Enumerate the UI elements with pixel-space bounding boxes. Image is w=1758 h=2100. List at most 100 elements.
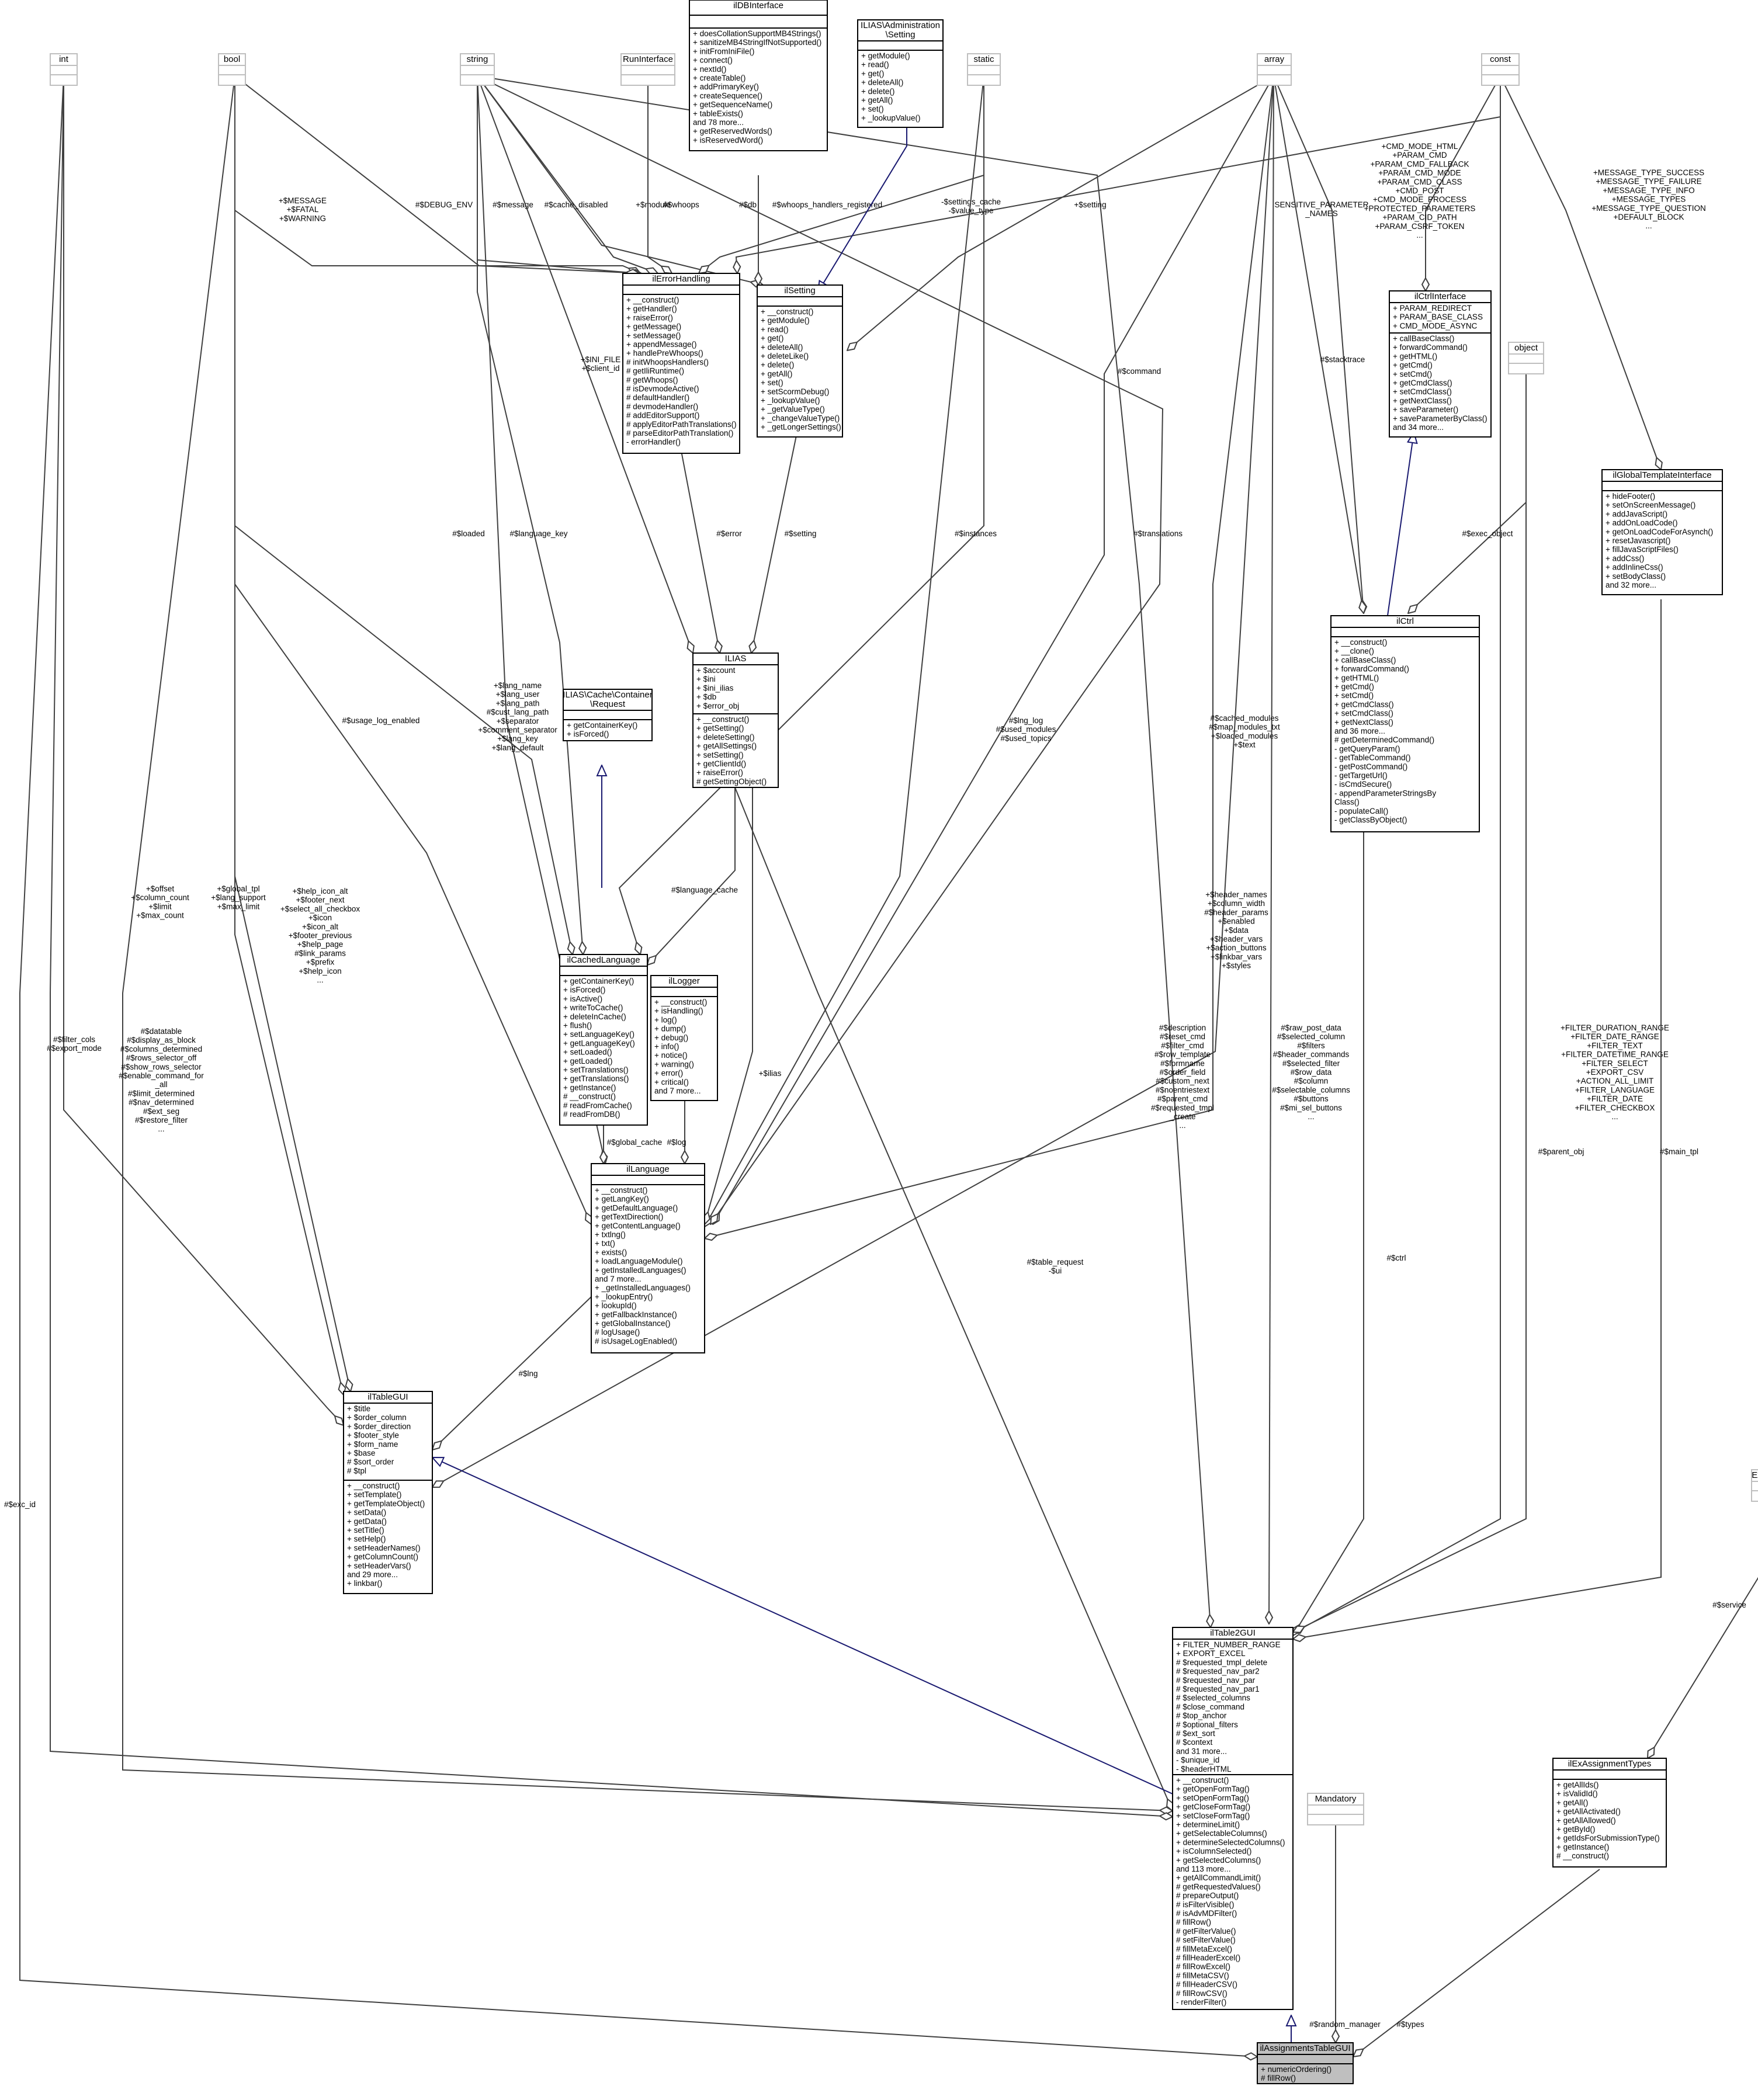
class-box-ilassignmentstablegui[interactable]: ilAssignmentsTableGUI+ numericOrdering()… — [1257, 2042, 1354, 2084]
edge-label: +$help_icon_alt+$footer_next+$select_all… — [280, 887, 360, 984]
class-box-ilias[interactable]: ILIAS+ $account+ $ini+ $ini_ilias+ $db+ … — [692, 652, 779, 788]
class-box-ilcachedlanguage[interactable]: ilCachedLanguage+ getContainerKey()+ isF… — [559, 954, 648, 1126]
class-box-static[interactable]: static — [967, 53, 1001, 86]
class-box-ilexassignmenttypes[interactable]: ilExAssignmentTypes + getAllIds()+ isVali… — [1552, 1758, 1667, 1868]
class-compartment — [1257, 2054, 1354, 2064]
class-title: ilTable2GUI — [1210, 1628, 1256, 1638]
class-title: ilCtrlInterface — [1414, 291, 1466, 301]
association-edge — [713, 75, 1274, 1224]
class-compartment — [1257, 65, 1292, 75]
class-compartment — [218, 74, 246, 86]
edge-label: +$global_tpl+$lang_support+$max_limit — [211, 884, 266, 911]
class-title: bool — [224, 54, 240, 64]
class-title: const — [1490, 54, 1511, 64]
edge-label: #$DEBUG_ENV — [415, 200, 473, 209]
class-compartment — [622, 294, 740, 454]
class-box-ilerrorhandling[interactable]: ilErrorHandling+ __construct()+ getHandl… — [622, 273, 740, 454]
association-edge — [1293, 76, 1501, 1633]
class-box-int[interactable]: int — [50, 53, 78, 86]
class-compartment — [620, 74, 675, 86]
class-box-illogger[interactable]: ilLogger+ __construct()+ isHandling()+ l… — [650, 975, 718, 1101]
association-edge — [705, 75, 1274, 1238]
class-box-ilctrlinterface[interactable]: ilCtrlInterface + PARAM_REDIRECT+ PARAM_B… — [1389, 290, 1492, 438]
class-compartment — [622, 284, 740, 295]
class-compartment — [757, 306, 843, 438]
class-title: ilTableGUI — [367, 1392, 408, 1402]
class-box-ilctrl[interactable]: ilCtrl+ __construct()+ __clone()+ callBa… — [1330, 615, 1480, 832]
association-edge — [1500, 75, 1661, 470]
class-title: ILIAS\Cache\Container\Request — [563, 690, 652, 709]
association-edge — [1426, 75, 1501, 291]
class-box-ilglobaltemplateinterface[interactable]: ilGlobalTemplateInterface+ hideFooter()+… — [1601, 469, 1723, 595]
class-compartment — [50, 65, 78, 75]
edge-label: #$main_tpl — [1660, 1147, 1698, 1156]
class-box-iltable2gui[interactable]: ilTable2GUI + FILTER_NUMBER_RANGE+ EXPORT… — [1172, 1627, 1294, 2010]
class-attributes: + PARAM_REDIRECT+ PARAM_BASE_CLASS+ CMD_… — [1393, 304, 1483, 330]
class-compartment — [343, 1480, 433, 1594]
edge-label: #$description#$reset_cmd#$filter_cmd#$ro… — [1151, 1023, 1214, 1130]
association-edge — [234, 76, 344, 1395]
class-box-adminsetting[interactable]: ILIAS\Administration\Setting+ getModule(… — [857, 19, 944, 128]
association-edge — [477, 75, 1164, 1224]
class-box-cacherequest[interactable]: ILIAS\Cache\Container\Request + getContai… — [563, 689, 653, 741]
association-edge — [50, 75, 1173, 1817]
class-box-const[interactable]: const — [1481, 53, 1520, 86]
class-compartment — [650, 987, 718, 997]
association-edge — [681, 450, 720, 653]
class-title: string — [467, 54, 488, 64]
association-edge — [1648, 1494, 1758, 1758]
class-box-object[interactable]: object — [1508, 342, 1544, 374]
class-box-string[interactable]: string — [460, 53, 495, 86]
edge-label: #$loaded — [452, 529, 485, 538]
association-edge — [847, 75, 1274, 350]
class-compartment — [857, 50, 944, 128]
class-box-iltablegui[interactable]: ilTableGUI+ $title+ $order_column+ $orde… — [343, 1391, 433, 1594]
class-compartment — [1307, 1804, 1364, 1815]
class-attributes: + FILTER_NUMBER_RANGE+ EXPORT_EXCEL# $re… — [1176, 1640, 1281, 1773]
edge-label: +$module — [636, 200, 671, 209]
class-operations: + __construct()+ __clone()+ callBaseClas… — [1334, 638, 1436, 824]
class-title: ilSetting — [784, 286, 815, 296]
class-box-mandatory[interactable]: Mandatory — [1307, 1793, 1364, 1825]
class-box-array[interactable]: array — [1257, 53, 1292, 86]
edge-label: #$cache_disabled — [545, 200, 608, 209]
class-compartment — [1172, 1639, 1294, 1775]
association-edge — [477, 76, 639, 273]
class-box-ildbinterface[interactable]: ilDBInterface+ doesCollationSupportMB4St… — [689, 0, 828, 151]
class-title: Mandatory — [1315, 1794, 1357, 1804]
edge-label: #$lng — [518, 1369, 538, 1378]
class-compartment — [1330, 627, 1480, 637]
association-edge — [1293, 813, 1364, 1636]
class-compartment — [620, 65, 675, 75]
class-compartment — [1481, 74, 1520, 86]
class-compartment — [1552, 1779, 1667, 1868]
class-box-illanguage[interactable]: ilLanguage+ __construct()+ getLangKey()+… — [591, 1163, 705, 1353]
class-box-exercise[interactable]: Exercise — [1751, 1469, 1758, 1502]
class-box-runinterface[interactable]: RunInterface — [620, 53, 675, 86]
class-operations: + getContainerKey()+ isForced() — [567, 721, 637, 738]
edge-label: #$parent_obj — [1538, 1147, 1584, 1156]
class-operations: + doesCollationSupportMB4Strings()+ sani… — [693, 29, 821, 144]
class-operations: + __construct()+ getHandler()+ raiseErro… — [626, 296, 737, 446]
class-compartment — [591, 1175, 705, 1185]
association-edge — [234, 75, 642, 273]
edge-label: #$whoops_handlers_registered — [772, 200, 882, 209]
association-edge — [477, 75, 1211, 1627]
class-operations: + __construct()+ setTemplate()+ getTempl… — [347, 1481, 425, 1588]
class-title: Exercise — [1752, 1470, 1758, 1480]
edge-label: #$cached_modules#$map_modules_txt+$loade… — [1209, 714, 1280, 749]
class-title: RunInterface — [623, 54, 673, 64]
edge-label: +CMD_MODE_HTML+PARAM_CMD+PARAM_CMD_FALLB… — [1364, 142, 1476, 239]
association-edge — [618, 76, 984, 954]
class-title: ilExAssignmentTypes — [1568, 1759, 1652, 1769]
class-compartment — [967, 74, 1001, 86]
class-title: int — [59, 54, 69, 64]
class-operations: + getAllIds()+ isValidId()+ getAll()+ ge… — [1556, 1780, 1660, 1861]
class-compartment — [757, 296, 843, 307]
edge-label: #$stacktrace — [1320, 355, 1365, 364]
class-box-bool[interactable]: bool — [218, 53, 246, 86]
edge-label: #$translations — [1133, 529, 1183, 538]
class-box-ilsetting[interactable]: ilSetting+ __construct()+ getModule()+ r… — [757, 284, 843, 438]
class-compartment — [563, 710, 653, 720]
class-compartment — [559, 975, 648, 1126]
